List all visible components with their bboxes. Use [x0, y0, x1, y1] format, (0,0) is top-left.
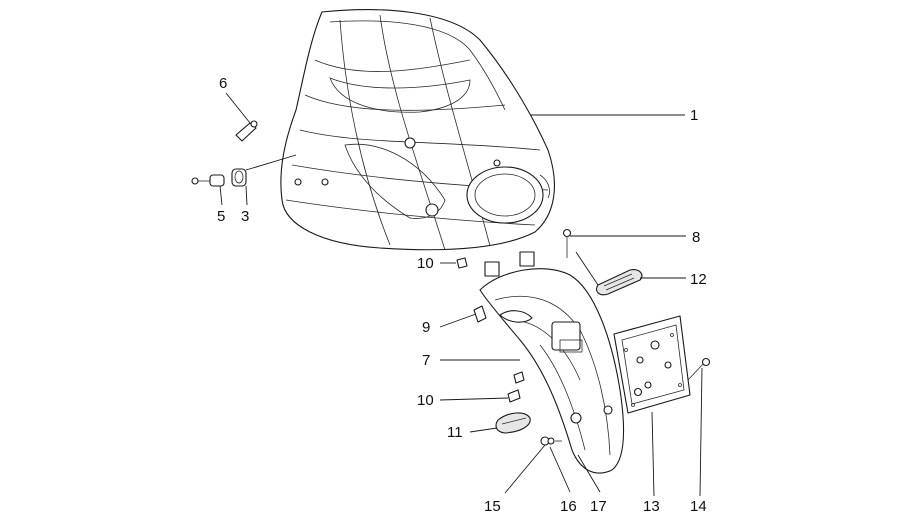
callout-6: 6	[219, 75, 227, 92]
callout-labels: 1 6 5 3 8 12 10 9 7 10 11 15 16 17 13 14	[217, 75, 707, 513]
part-washer-nut	[540, 436, 562, 446]
part-screw-and-grommet	[191, 168, 247, 187]
part-screw-left	[473, 305, 487, 323]
part-bulb	[235, 120, 258, 142]
part-rear-mudguard	[479, 251, 625, 474]
callout-12: 12	[690, 271, 707, 288]
part-plate-light	[495, 412, 531, 434]
callout-10-top: 10	[417, 255, 434, 272]
callout-7: 7	[422, 352, 430, 369]
part-clip-bottom	[507, 371, 525, 403]
leader-lines	[219, 92, 703, 497]
callout-14: 14	[690, 498, 707, 513]
callout-1: 1	[690, 107, 698, 124]
part-license-plate-holder	[613, 315, 691, 414]
callout-17: 17	[590, 498, 607, 513]
callout-3: 3	[241, 208, 249, 225]
part-bolt-right	[687, 357, 711, 381]
part-rear-body-cover	[280, 9, 555, 251]
callout-5: 5	[217, 208, 225, 225]
callout-8: 8	[692, 229, 700, 246]
callout-11: 11	[447, 424, 463, 441]
part-screw-top	[562, 228, 572, 258]
part-reflector	[595, 269, 643, 296]
part-clip-top	[456, 257, 468, 269]
callout-13: 13	[643, 498, 660, 513]
callout-16: 16	[560, 498, 577, 513]
callout-15: 15	[484, 498, 501, 513]
callout-10-bottom: 10	[417, 392, 434, 409]
callout-9: 9	[422, 319, 430, 336]
